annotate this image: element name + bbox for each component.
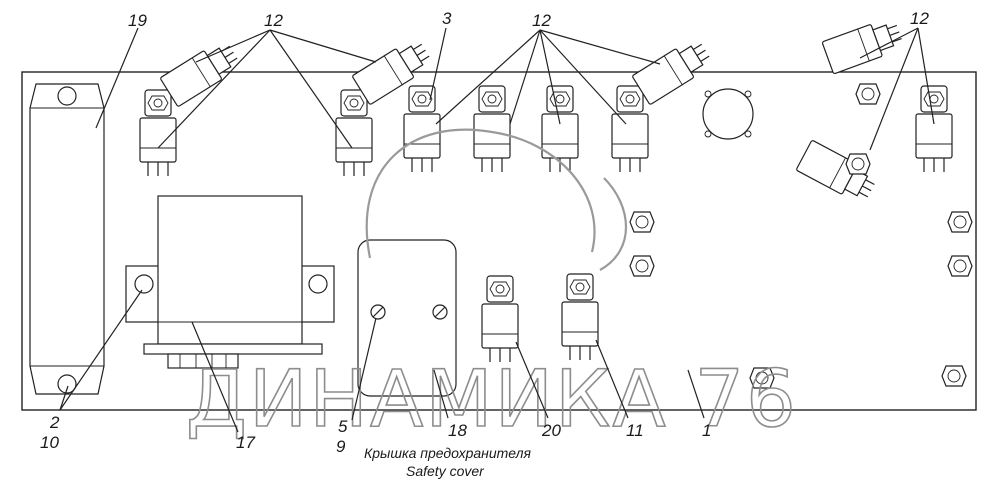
callout-11: 11 <box>626 421 644 440</box>
callout-18: 18 <box>448 421 467 440</box>
mounting-nut <box>941 365 967 387</box>
relay-socket-nut <box>855 83 881 105</box>
callout-20: 20 <box>541 421 561 440</box>
caption-ru: Крышка предохранителя <box>364 445 532 461</box>
base-plate <box>21 71 977 411</box>
relay-12-upper-5 <box>611 85 649 173</box>
callout-19: 19 <box>128 11 147 30</box>
mounting-nut <box>629 211 655 233</box>
callout-2: 2 <box>49 413 60 432</box>
callout-12: 12 <box>264 11 283 30</box>
mounting-nut <box>947 255 973 277</box>
callout-10: 10 <box>40 433 59 452</box>
callout-12: 12 <box>910 9 929 28</box>
relay-12-upper-4 <box>541 85 579 173</box>
relay-12-exploded-3 <box>631 35 716 106</box>
component-19-fuse-block <box>29 83 105 395</box>
callout-labels: 19 12 3 12 12 2 10 17 5 9 18 20 11 1 <box>40 9 929 456</box>
mounting-nut <box>845 153 871 175</box>
callout-9: 9 <box>336 437 346 456</box>
component-18-safety-cover <box>357 239 457 397</box>
relay-20 <box>481 275 519 363</box>
relay-3 <box>403 85 441 173</box>
relay-12-upper-1 <box>139 89 177 177</box>
relay-12-right <box>915 85 953 173</box>
component-17-block <box>125 195 335 369</box>
callout-12: 12 <box>532 11 551 30</box>
relay-11 <box>561 273 599 361</box>
caption-en: Safety cover <box>406 463 485 479</box>
watermark: ДИНАМИКА 76 <box>185 128 798 446</box>
callout-1: 1 <box>702 421 711 440</box>
round-connector <box>702 88 754 140</box>
callout-17: 17 <box>236 433 255 452</box>
callout-3: 3 <box>442 9 452 28</box>
svg-text:ДИНАМИКА 76: ДИНАМИКА 76 <box>186 355 798 445</box>
leader-lines <box>59 27 935 433</box>
mounting-nut <box>629 255 655 277</box>
mounting-nut <box>947 211 973 233</box>
relay-12-exploded-4 <box>821 15 906 75</box>
relay-12-upper-3 <box>473 85 511 173</box>
callout-5: 5 <box>338 417 348 436</box>
